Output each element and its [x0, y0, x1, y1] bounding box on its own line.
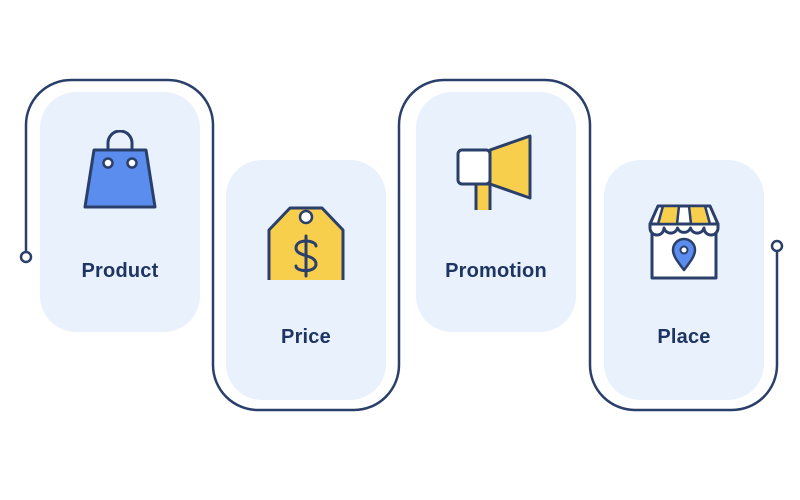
shopping-bag-icon	[83, 130, 157, 209]
place-label: Place	[657, 326, 711, 348]
megaphone-icon	[456, 134, 532, 210]
place-card: Place	[604, 160, 764, 400]
end-node	[770, 239, 784, 253]
price-tag-icon	[267, 206, 345, 280]
storefront-location-icon	[648, 204, 720, 280]
price-card: Price	[226, 160, 386, 400]
promotion-label: Promotion	[445, 260, 547, 282]
start-node	[19, 250, 33, 264]
price-label: Price	[281, 326, 331, 348]
promotion-card: Promotion	[416, 92, 576, 332]
product-label: Product	[81, 260, 159, 282]
product-card: Product	[40, 92, 200, 332]
